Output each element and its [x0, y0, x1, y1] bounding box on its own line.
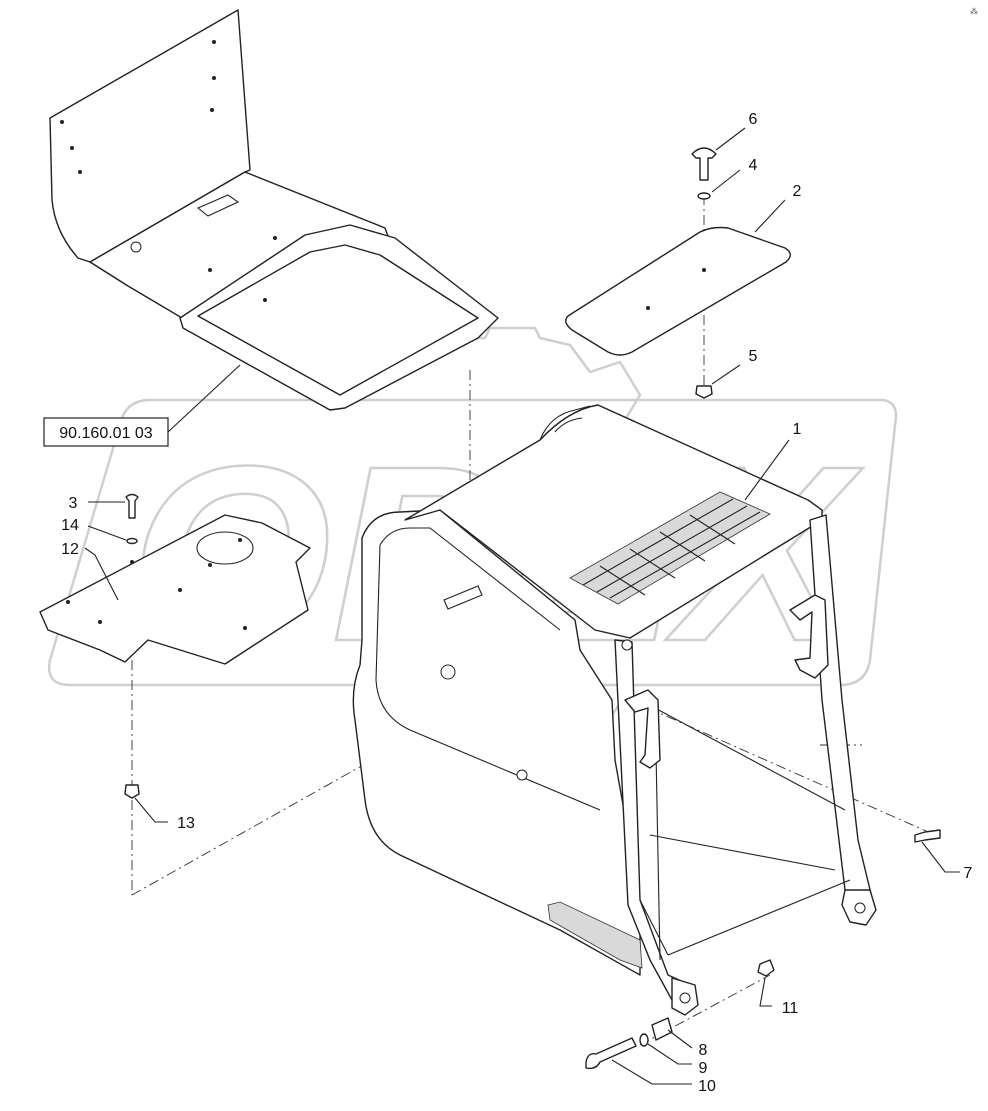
- vent-slot: [569, 491, 771, 605]
- frame-rear-roll: [539, 405, 591, 441]
- leader-2: [754, 199, 786, 233]
- leader-11: [759, 977, 772, 1007]
- frame-step-pad: [547, 901, 643, 969]
- callout-5: 5: [749, 348, 758, 365]
- hardware-seat: [691, 147, 717, 399]
- leader-13: [134, 797, 168, 823]
- bolt-10: [585, 1037, 637, 1070]
- screw-3: [125, 493, 139, 519]
- pivot-hardware: [585, 829, 941, 1070]
- plate-assembly-12: [39, 493, 311, 799]
- floor-plate-handle: [179, 224, 499, 411]
- frame-grab-handle-left: [624, 689, 661, 769]
- frame-side-panel: [352, 509, 641, 976]
- callout-8: 8: [699, 1042, 708, 1059]
- callout-10: 10: [698, 1078, 716, 1095]
- frame-pivot-hole-right: [854, 902, 866, 914]
- floor-plate-dot: [263, 298, 267, 302]
- center-line-right-diag: [629, 699, 936, 836]
- frame-floor-rails: [639, 699, 851, 961]
- plate-12-hole: [238, 538, 242, 542]
- plate-12-hole: [66, 600, 70, 604]
- callout-3: 3: [69, 495, 78, 512]
- callout-labels: 1 2 3 4 5 6 7 8 9 10 11 12 13 14: [61, 111, 972, 1095]
- frame-side-slot: [443, 585, 483, 610]
- frame-side-hole: [516, 769, 528, 781]
- frame-grab-handle-right: [789, 594, 829, 679]
- leader-12: [84, 547, 119, 601]
- plate-12-hole: [243, 626, 247, 630]
- callout-12: 12: [61, 541, 79, 558]
- callout-14: 14: [61, 517, 79, 534]
- corner-mark: ⁂: [970, 7, 978, 16]
- callout-11: 11: [782, 1000, 799, 1017]
- seat-pan-hole: [646, 306, 650, 310]
- seat-pan-hole: [702, 268, 706, 272]
- floor-plate-dot: [212, 40, 216, 44]
- leader-5: [711, 364, 741, 385]
- plate-12-hole: [178, 588, 182, 592]
- callout-6: 6: [749, 111, 758, 128]
- floor-plate-dot: [210, 108, 214, 112]
- plate-12-hole: [208, 563, 212, 567]
- nut-11: [757, 959, 775, 977]
- leader-6: [715, 127, 746, 151]
- frame-side-hole: [621, 639, 633, 651]
- leader-9: [647, 1043, 692, 1065]
- floor-plate-hole: [130, 241, 142, 253]
- carriage-bolt-6: [691, 147, 717, 181]
- frame-top-panel: [404, 404, 823, 639]
- frame-side-inner-edge: [375, 527, 601, 811]
- floor-plate-dot: [208, 268, 212, 272]
- washer-14: [126, 537, 138, 545]
- floor-plate-dot: [273, 236, 277, 240]
- plate-12: [39, 514, 311, 665]
- callout-7: 7: [964, 865, 973, 882]
- callout-1: 1: [793, 421, 802, 438]
- callout-4: 4: [749, 157, 758, 174]
- floor-plate-dot: [212, 76, 216, 80]
- leader-8: [667, 1029, 693, 1049]
- leader-ref: [167, 364, 241, 433]
- plate-12-hole: [130, 560, 134, 564]
- callout-2: 2: [793, 183, 802, 200]
- vent-line: [582, 498, 761, 599]
- washer-4: [697, 192, 711, 200]
- frame-pivot-hole-left: [679, 992, 691, 1004]
- leader-10: [611, 1059, 692, 1085]
- floor-plate-fold: [89, 261, 129, 287]
- leader-4: [711, 169, 741, 193]
- leader-7: [921, 841, 960, 873]
- bushing-8: [651, 1017, 673, 1041]
- frame-vent-grille: [569, 491, 771, 605]
- callout-13: 13: [177, 815, 195, 832]
- washer-9: [639, 1033, 649, 1047]
- leader-lines: [84, 127, 960, 1085]
- seat-pan-2: [565, 226, 791, 356]
- reference-box-label: 90.160.01 03: [59, 425, 153, 442]
- reference-box-frame: [43, 417, 169, 447]
- floor-plate-dot: [70, 146, 74, 150]
- plate-12-hole: [98, 620, 102, 624]
- nut-5: [695, 385, 713, 399]
- nut-13: [124, 784, 140, 799]
- floor-plate-slot: [196, 194, 240, 217]
- seat-pan: [565, 226, 791, 356]
- floor-plate-dot: [78, 170, 82, 174]
- plate-12-cutout: [196, 531, 254, 565]
- screw-7: [914, 829, 941, 843]
- floor-plate-assembly: [49, 9, 499, 411]
- reference-box: 90.160.01 03: [43, 417, 169, 447]
- frame-side-hole: [440, 664, 456, 680]
- floor-plate-dot: [60, 120, 64, 124]
- leader-14: [87, 525, 127, 541]
- main-frame: [352, 404, 877, 1016]
- callout-9: 9: [699, 1060, 708, 1077]
- leader-1: [744, 439, 790, 501]
